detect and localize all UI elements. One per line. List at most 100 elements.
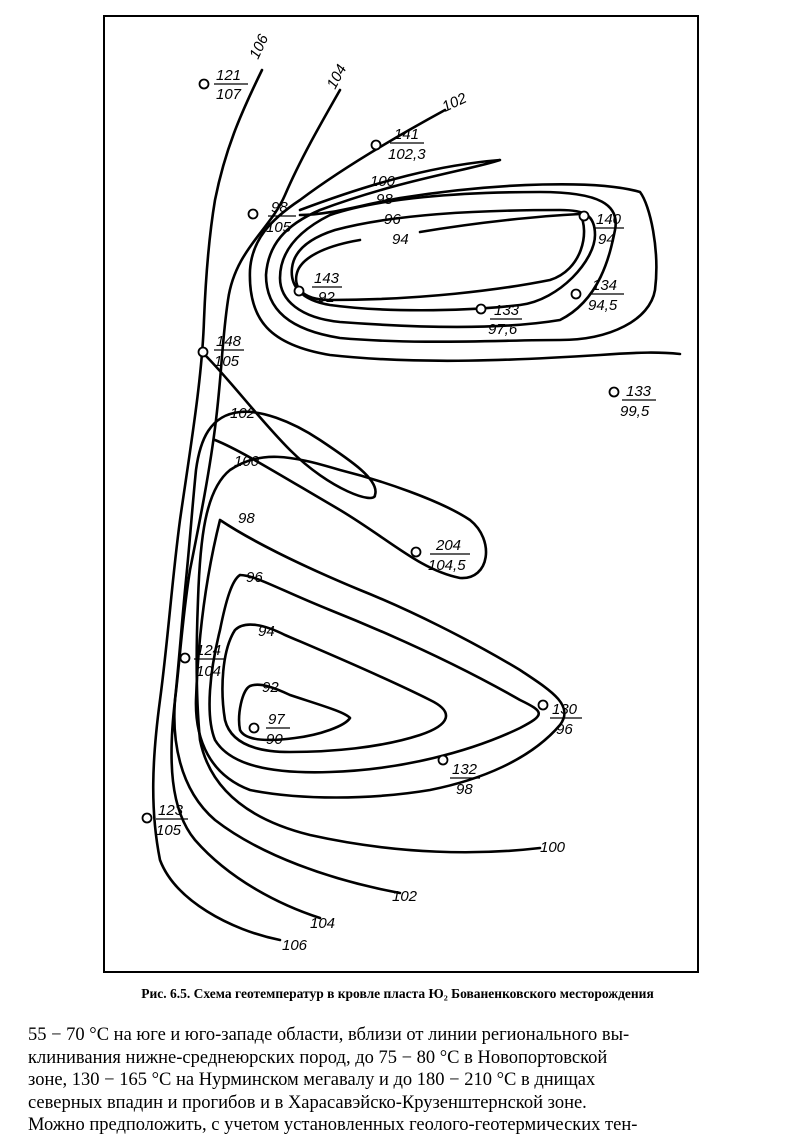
isoline-label: 92: [262, 679, 279, 696]
isoline-label: 96: [246, 569, 263, 586]
well-circle: [475, 303, 487, 315]
isoline-label: 100: [234, 453, 260, 470]
well-circle: [198, 78, 210, 90]
body-line: зоне, 130 − 165 °С на Нурминском мегавал…: [28, 1070, 596, 1090]
isoline-labels: 106 104 102 100 98 96 94 102 100 98 96 9…: [230, 31, 566, 954]
well-temperature: 140: [596, 211, 622, 228]
well-circle: [370, 139, 382, 151]
well-value: 105: [266, 219, 292, 236]
isoline-94-north: [294, 212, 586, 302]
well-value: 94,5: [588, 297, 618, 314]
isoline-98-mid: [194, 518, 566, 799]
map-frame: [103, 15, 699, 973]
well-value: 90: [266, 731, 283, 748]
body-line: 55 − 70 °С на юге и юго-западе области, …: [28, 1025, 630, 1045]
isoline-label: 94: [258, 623, 275, 640]
well-value: 96: [556, 721, 573, 738]
isoline-100-north: [264, 158, 658, 344]
well-circle: [197, 346, 209, 358]
well-circle: [578, 210, 590, 222]
well-value: 92: [318, 289, 335, 306]
well-marker: 143 92: [293, 270, 342, 306]
well-value: 99,5: [620, 403, 650, 420]
well-marker: 134 94,5: [570, 277, 624, 314]
isoline-92-south: [237, 683, 352, 742]
well-circle: [537, 699, 549, 711]
well-temperature: 143: [314, 270, 340, 287]
well-temperature: 132: [452, 761, 478, 778]
isoline-label: 102: [230, 405, 256, 422]
isoline-100-mid: [195, 438, 542, 854]
isoline-96-south: [208, 573, 541, 774]
well-value: 102,3: [388, 146, 426, 163]
well-temperature: 123: [158, 802, 184, 819]
well-temperature: 148: [216, 333, 242, 350]
isoline-102-mid: [173, 353, 402, 895]
well-circle: [179, 652, 191, 664]
body-line: Можно предположить, с учетом установленн…: [28, 1115, 638, 1135]
well-marker: 97 90: [248, 711, 290, 748]
isoline-104: [170, 88, 342, 920]
isolines: [151, 68, 682, 942]
well-temperature: 98: [271, 199, 288, 216]
well-temperature: 134: [592, 277, 617, 294]
well-marker: 124 104: [179, 642, 226, 680]
isoline-label: 100: [540, 839, 566, 856]
well-marker: 148 105: [197, 333, 244, 370]
well-value: 104: [196, 663, 221, 680]
well-value: 98: [456, 781, 473, 798]
isoline-96-north: [290, 208, 597, 312]
well-circle: [410, 546, 422, 558]
well-marker: 133 99,5: [608, 383, 656, 420]
well-marker: 130 96: [537, 699, 582, 738]
isoline-label: 102: [392, 888, 418, 905]
isoline-label: 100: [370, 173, 396, 190]
well-temperature: 133: [626, 383, 652, 400]
well-circle: [608, 386, 620, 398]
well-temperature: 97: [268, 711, 285, 728]
well-value: 104,5: [428, 557, 466, 574]
well-temperature: 124: [196, 642, 221, 659]
well-temperature: 130: [552, 701, 578, 718]
well-marker: 204 104,5: [410, 537, 470, 574]
isoline-98-north: [278, 190, 618, 329]
well-marker: 98 105: [247, 199, 296, 236]
well-temperature: 133: [494, 302, 520, 319]
well-value: 94: [598, 231, 615, 248]
well-marker: 133 97,6: [475, 302, 522, 338]
isoline-label: 104: [310, 915, 335, 932]
isoline-102-north: [248, 108, 682, 363]
well-circle: [248, 722, 260, 734]
isoline-label: 104: [324, 62, 351, 92]
isoline-106: [151, 68, 282, 942]
well-marker: 121 107: [198, 67, 248, 103]
well-circle: [570, 288, 582, 300]
well-marker: 132 98: [437, 754, 480, 798]
geotemperature-map: 106 104 102 100 98 96 94 102 100 98 96 9…: [103, 15, 699, 973]
isoline-label: 106: [282, 937, 308, 954]
isoline-94-south: [221, 623, 448, 754]
well-value: 105: [214, 353, 240, 370]
isoline-label: 102: [440, 89, 470, 115]
well-marker: 140 94: [578, 210, 624, 248]
isoline-label: 98: [376, 191, 393, 208]
isoline-label: 94: [392, 231, 409, 248]
well-value: 97,6: [488, 321, 518, 338]
well-value: 107: [216, 86, 242, 103]
well-temperature: 121: [216, 67, 241, 84]
wells: 121 107 141 102,3 98 105 140 94 143 92: [141, 67, 656, 839]
isoline-label: 98: [238, 510, 255, 527]
isoline-label: 96: [384, 211, 401, 228]
body-line: северных впадин и прогибов и в Харасавэй…: [28, 1092, 587, 1113]
well-marker: 141 102,3: [370, 126, 426, 163]
well-marker: 123 105: [141, 802, 188, 839]
isoline-label: 106: [246, 31, 272, 61]
well-circle: [293, 285, 305, 297]
well-circle: [141, 812, 153, 824]
body-text: 55 − 70 °С на юге и юго-западе области, …: [28, 1024, 770, 1137]
body-line: клинивания нижне-среднеюрских пород, до …: [28, 1047, 608, 1068]
well-temperature: 141: [394, 126, 419, 143]
well-temperature: 204: [435, 537, 461, 554]
well-circle: [247, 208, 259, 220]
figure-caption: Рис. 6.5. Схема геотемператур в кровле п…: [141, 986, 654, 1001]
